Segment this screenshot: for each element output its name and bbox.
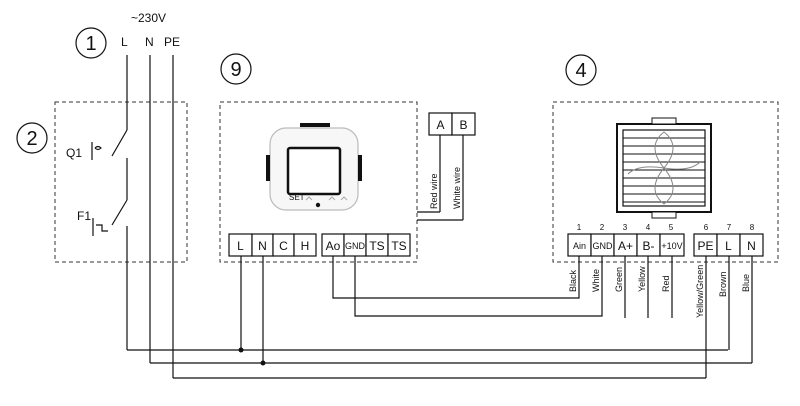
fan-enclosure (552, 101, 779, 263)
wire-color-brown: Brown (718, 271, 728, 297)
ab-terminal-block: A B Red wire White wire (417, 112, 476, 221)
ctrl-terminal-ts2: TS (391, 239, 406, 253)
supply-label-n: N (145, 35, 154, 49)
terminal-a-label: A (436, 118, 444, 132)
thermostat-device: SET (266, 123, 362, 211)
wire-color-red: Red (661, 275, 671, 292)
fan-terminal-ain: Ain (573, 241, 586, 251)
fan-terminal-number-6: 6 (704, 223, 709, 232)
fan-terminal-number-8: 8 (750, 223, 755, 232)
block-number-2-text: 2 (26, 128, 37, 150)
supply-wires (126, 55, 174, 378)
ctrl-terminal-c: C (279, 239, 288, 253)
fan-wire-color-labels: Black White Green Yellow Red Yellow/Gree… (568, 265, 751, 318)
ctrl-terminal-ts1: TS (369, 239, 384, 253)
controller-terminal-strip: L N C H Ao GND TS TS (228, 233, 411, 257)
fan-terminal-pe: PE (697, 239, 713, 253)
block-number-9-text: 9 (230, 59, 241, 81)
wire-color-blue: Blue (741, 274, 751, 292)
wire-label-white: White wire (452, 167, 462, 209)
wire-color-yellow-green: Yellow/Green (695, 265, 705, 318)
fan-terminal-number-7: 7 (727, 223, 732, 232)
block-number-9: 9 (220, 53, 252, 85)
fan-terminal-l: L (725, 239, 732, 253)
controller-wires (240, 256, 603, 363)
fan-terminal-number-1: 1 (577, 223, 582, 232)
breaker-q1: Q1 (66, 129, 128, 170)
block-number-2: 2 (16, 122, 48, 154)
breaker-q1-label: Q1 (66, 146, 82, 160)
breaker-f1: F1 (77, 199, 128, 236)
wire-color-black: Black (568, 269, 578, 292)
fan-terminal-number-5: 5 (669, 223, 674, 232)
ctrl-terminal-l: L (237, 239, 244, 253)
supply-voltage: ~230V (131, 11, 166, 25)
fan-device (616, 117, 712, 219)
wire-color-white: White (591, 269, 601, 292)
fan-terminal-number-3: 3 (623, 223, 628, 232)
fan-terminal-gnd: GND (593, 241, 614, 251)
block-number-4-text: 4 (575, 60, 586, 82)
block-number-1: 1 (75, 27, 107, 59)
ctrl-terminal-gnd: GND (345, 241, 366, 251)
fan-terminal-a-plus: A+ (618, 239, 633, 253)
fan-terminal-number-2: 2 (600, 223, 605, 232)
wire-color-green: Green (614, 267, 624, 292)
fan-terminal-strip: Ain GND A+ B- +10V PE L N (567, 233, 764, 257)
thermostat-set-label: SET (289, 193, 305, 202)
ctrl-terminal-n: N (258, 239, 267, 253)
bus-wires (127, 347, 752, 379)
supply-label-l: L (121, 35, 128, 49)
block-number-4: 4 (565, 54, 597, 86)
fan-terminal-n: N (747, 239, 756, 253)
wire-label-red: Red wire (429, 173, 439, 209)
fan-terminal-number-4: 4 (646, 223, 651, 232)
terminal-b-label: B (459, 118, 467, 132)
ctrl-terminal-ao: Ao (326, 239, 341, 253)
supply-label-pe: PE (164, 35, 180, 49)
ctrl-terminal-h: H (301, 239, 310, 253)
block-number-1-text: 1 (85, 33, 96, 55)
controller-enclosure (219, 101, 418, 263)
wire-color-yellow: Yellow (637, 266, 647, 292)
breaker-f1-label: F1 (77, 209, 91, 223)
fan-terminal-plus-10v: +10V (661, 241, 682, 251)
fan-terminal-b-minus: B- (643, 239, 655, 253)
fan-wires (624, 256, 753, 378)
breaker-box-enclosure (54, 101, 188, 263)
fan-terminal-numbers: 1 2 3 4 5 6 7 8 (577, 223, 755, 232)
